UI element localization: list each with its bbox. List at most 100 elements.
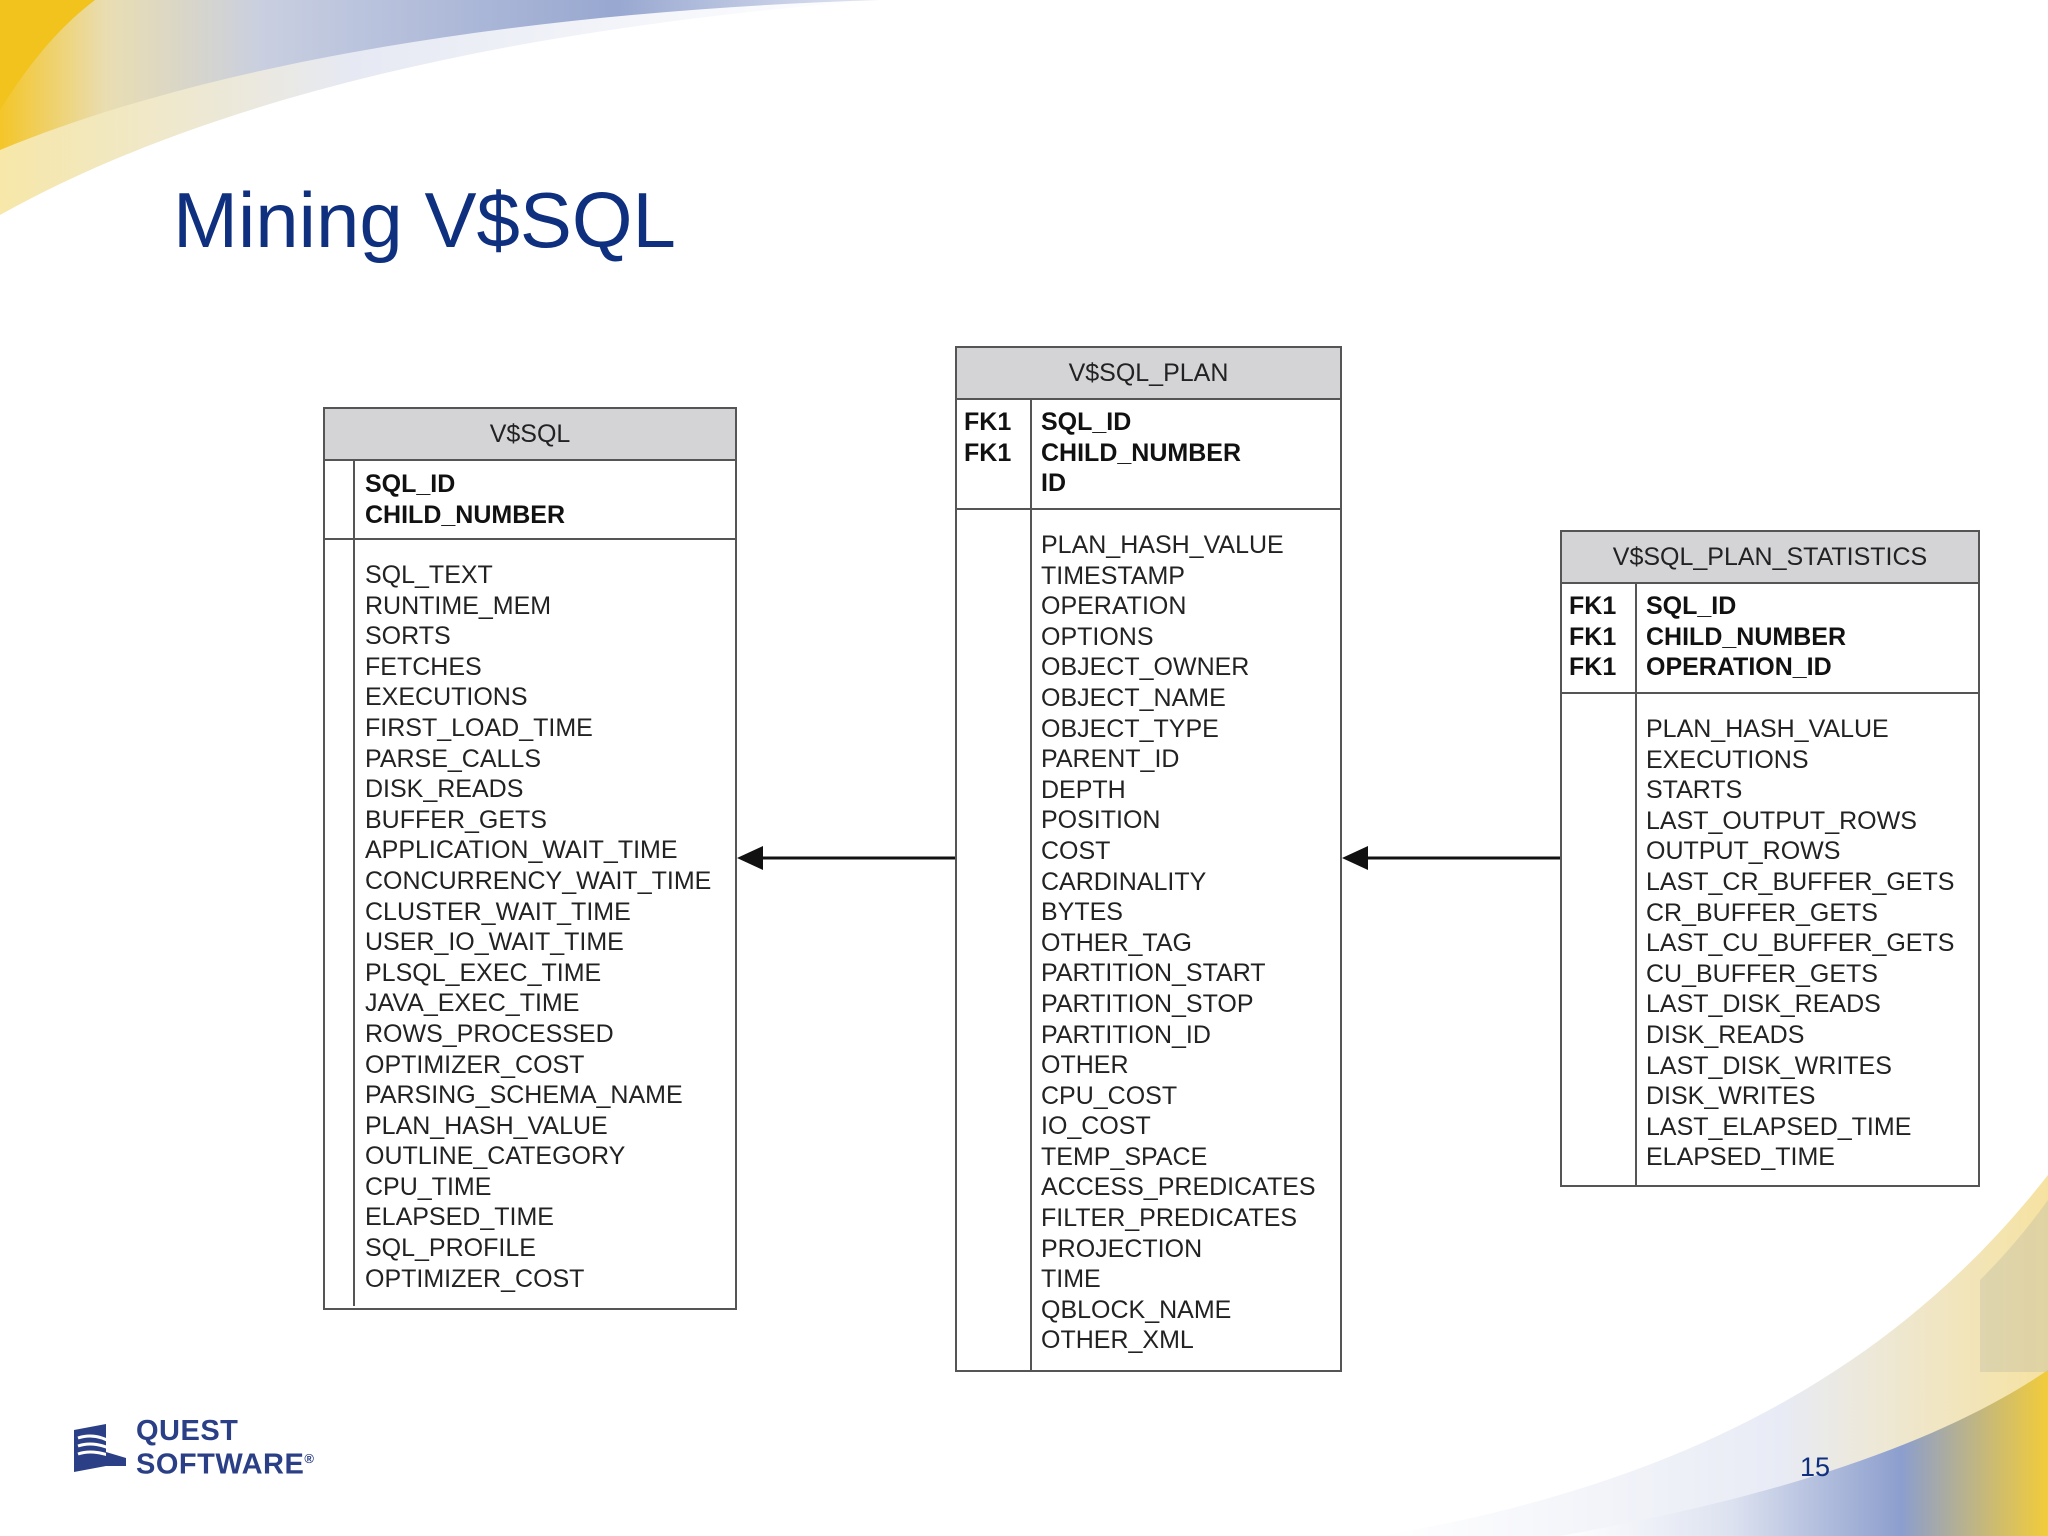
foreign-key-label: FK1 [964, 438, 1012, 467]
column-field: PROJECTION [1041, 1234, 1203, 1263]
column-field: OPTIMIZER_COST [365, 1264, 585, 1293]
column-field: LAST_CR_BUFFER_GETS [1646, 867, 1955, 896]
column-field: PARTITION_STOP [1041, 989, 1254, 1018]
column-field: PARTITION_ID [1041, 1020, 1211, 1049]
entity-header: V$SQL_PLAN [957, 348, 1340, 400]
column-field: TEMP_SPACE [1041, 1142, 1208, 1171]
column-field: BYTES [1041, 898, 1123, 927]
column-field: LAST_OUTPUT_ROWS [1646, 806, 1917, 835]
logo-mark-icon [74, 1424, 126, 1472]
column-field: OPERATION [1041, 592, 1187, 621]
column-field: OPTIMIZER_COST [365, 1050, 585, 1079]
column-field: TIMESTAMP [1041, 561, 1185, 590]
primary-key-field: CHILD_NUMBER [1646, 622, 1846, 651]
column-field: OTHER_XML [1041, 1326, 1194, 1355]
column-field: OTHER [1041, 1051, 1129, 1080]
column-field: APPLICATION_WAIT_TIME [365, 836, 678, 865]
column-field: ACCESS_PREDICATES [1041, 1173, 1316, 1202]
column-field: ELAPSED_TIME [1646, 1143, 1835, 1172]
column-field: CU_BUFFER_GETS [1646, 959, 1878, 988]
entity-header: V$SQL [325, 409, 735, 461]
key-column [1562, 694, 1637, 1185]
primary-key-field: ID [1041, 469, 1066, 498]
column-field: SORTS [365, 622, 451, 651]
key-column [957, 510, 1032, 1370]
column-field: ROWS_PROCESSED [365, 1019, 614, 1048]
column-field: OBJECT_NAME [1041, 683, 1226, 712]
column-field: FIRST_LOAD_TIME [365, 713, 593, 742]
column-field: DISK_READS [1646, 1020, 1805, 1049]
logo-text: QUEST SOFTWARE® [136, 1415, 315, 1481]
column-field: IO_COST [1041, 1112, 1151, 1141]
key-column [325, 461, 355, 538]
column-field: SQL_TEXT [365, 561, 493, 589]
column-field: FILTER_PREDICATES [1041, 1204, 1298, 1233]
column-field: STARTS [1646, 776, 1743, 805]
column-field: PARSE_CALLS [365, 744, 542, 773]
primary-key-field: CHILD_NUMBER [365, 500, 565, 529]
column-field: LAST_DISK_WRITES [1646, 1051, 1892, 1080]
column-field: POSITION [1041, 806, 1161, 835]
primary-key-field: SQL_ID [365, 470, 456, 498]
column-field: PARENT_ID [1041, 745, 1180, 774]
column-field: USER_IO_WAIT_TIME [365, 928, 624, 957]
column-field: CPU_TIME [365, 1172, 492, 1201]
primary-key-field: CHILD_NUMBER [1041, 438, 1241, 467]
column-field: DISK_READS [365, 775, 524, 804]
column-field: EXECUTIONS [1646, 745, 1809, 774]
foreign-key-label: FK1 [1569, 592, 1617, 620]
column-field: CONCURRENCY_WAIT_TIME [365, 866, 712, 895]
column-field: LAST_ELAPSED_TIME [1646, 1112, 1912, 1141]
quest-software-logo: QUEST SOFTWARE® [70, 1415, 370, 1481]
column-field: BUFFER_GETS [365, 805, 547, 834]
column-field: TIME [1041, 1265, 1101, 1294]
slide-title: Mining V$SQL [173, 176, 676, 264]
logo-line-1: QUEST [136, 1415, 239, 1447]
column-field: CR_BUFFER_GETS [1646, 898, 1878, 927]
column-field: RUNTIME_MEM [365, 591, 552, 620]
foreign-key-label: FK1 [964, 408, 1012, 436]
column-field: JAVA_EXEC_TIME [365, 989, 580, 1018]
column-field: FETCHES [365, 652, 482, 681]
logo-line-2-text: SOFTWARE [136, 1448, 305, 1481]
column-field: PLAN_HASH_VALUE [1041, 531, 1284, 559]
column-field: PLSQL_EXEC_TIME [365, 958, 602, 987]
column-field: LAST_DISK_READS [1646, 990, 1881, 1019]
primary-key-field: SQL_ID [1041, 408, 1132, 436]
column-field: CPU_COST [1041, 1081, 1178, 1110]
column-field: QBLOCK_NAME [1041, 1295, 1232, 1324]
column-field: DEPTH [1041, 775, 1126, 804]
column-field: DISK_WRITES [1646, 1082, 1816, 1111]
column-field: OPTIONS [1041, 622, 1154, 651]
primary-key-field: SQL_ID [1646, 592, 1737, 620]
logo-registered-mark: ® [304, 1451, 315, 1466]
column-field: CLUSTER_WAIT_TIME [365, 897, 631, 926]
column-field: SQL_PROFILE [365, 1234, 536, 1263]
column-field: LAST_CU_BUFFER_GETS [1646, 929, 1955, 958]
column-field: PLAN_HASH_VALUE [1646, 715, 1889, 743]
page-number: 15 [1800, 1452, 1831, 1482]
column-field: EXECUTIONS [365, 683, 528, 712]
primary-key-field: OPERATION_ID [1646, 653, 1832, 682]
entity-header: V$SQL_PLAN_STATISTICS [1562, 532, 1978, 584]
column-field: OBJECT_OWNER [1041, 653, 1250, 682]
column-field: OBJECT_TYPE [1041, 714, 1219, 743]
column-field: OTHER_TAG [1041, 928, 1192, 957]
column-field: PLAN_HASH_VALUE [365, 1111, 608, 1140]
column-field: OUTPUT_ROWS [1646, 837, 1841, 866]
